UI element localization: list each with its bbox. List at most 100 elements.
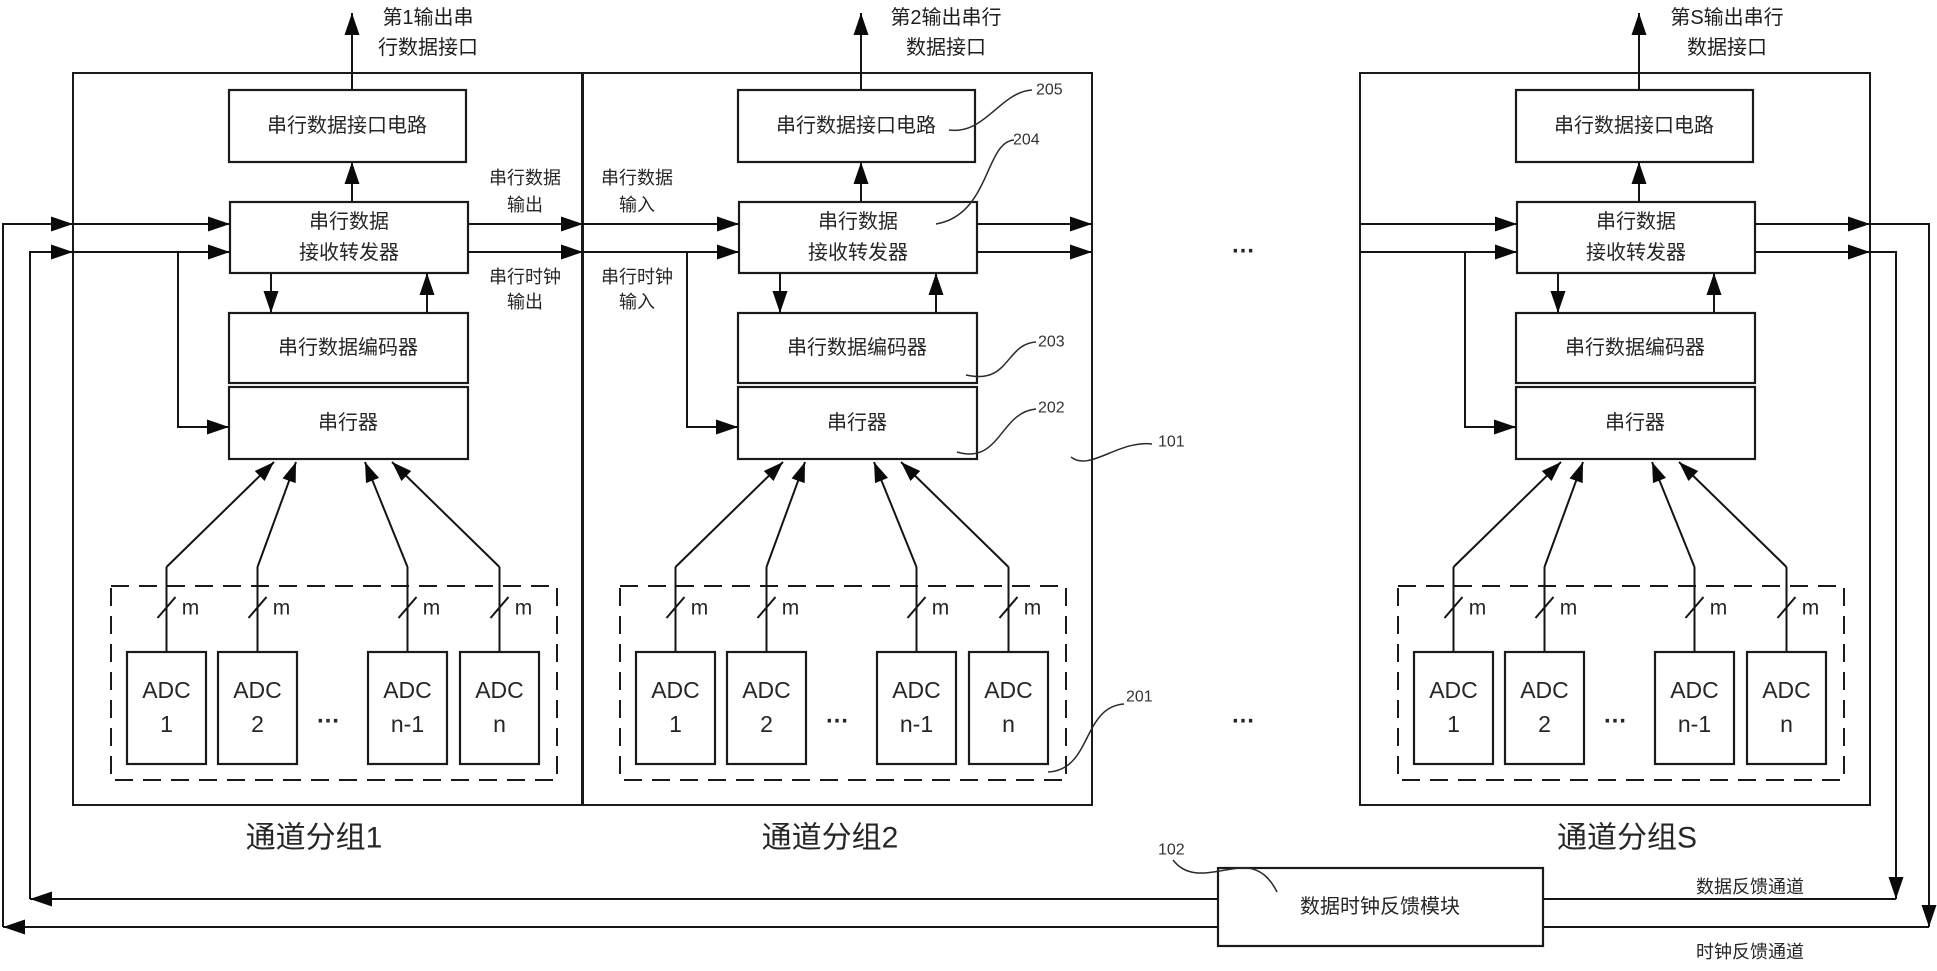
adc-box <box>366 650 449 766</box>
adc-name: ADC <box>1762 677 1811 703</box>
adc-to-serializer-arrow <box>873 461 918 568</box>
channel-group-label: 通道分组2 <box>762 822 899 855</box>
bus-width-label: m <box>273 597 291 620</box>
arrowhead-icon <box>717 216 739 232</box>
bus-width-slash <box>665 596 686 619</box>
output-interface-label-line1: 第1输出串 <box>382 6 473 29</box>
serial-output-arrow <box>344 13 360 90</box>
adc-index: 2 <box>1538 711 1551 737</box>
reference-numeral-201: 201 <box>1126 689 1153 706</box>
encoder-box <box>736 311 979 385</box>
reference-leader-202 <box>956 408 1037 455</box>
adc-ellipsis: … <box>825 702 849 729</box>
arrowhead-icon <box>874 462 888 484</box>
transceiver-label-line1: 串行数据 <box>309 210 389 233</box>
adc-index: n-1 <box>391 711 424 737</box>
transceiver-box <box>737 200 979 275</box>
adc-box <box>458 650 541 766</box>
adc-box <box>725 650 808 766</box>
reference-numeral-102: 102 <box>1158 842 1185 859</box>
adc-name: ADC <box>651 677 700 703</box>
arrowhead-icon <box>344 13 360 35</box>
serial-data-output-label-line1: 串行数据 <box>489 168 561 188</box>
interface-circuit-box <box>736 88 977 164</box>
clock-branch-line <box>177 252 229 428</box>
serial-data-input-arrow <box>1360 216 1517 232</box>
adc-name: ADC <box>1429 677 1478 703</box>
interface-circuit-label: 串行数据接口电路 <box>776 114 936 137</box>
adc-array-boundary <box>110 585 558 781</box>
data-out-to-clock-feedback-line <box>1870 223 1930 927</box>
arrowhead-icon <box>1495 244 1517 260</box>
arrowhead-icon <box>1921 905 1937 927</box>
adc-index: n <box>1002 711 1015 737</box>
adc-index: 1 <box>1447 711 1460 737</box>
transceiver-label-line2: 接收转发器 <box>299 241 399 264</box>
serial-data-output-arrow <box>1755 216 1870 232</box>
encoder-to-transceiver-arrow <box>1706 273 1722 313</box>
adc-box <box>216 650 299 766</box>
adc-name: ADC <box>142 677 191 703</box>
adc-name: ADC <box>1670 677 1719 703</box>
serial-output-arrow <box>1631 13 1647 90</box>
adc-ellipsis: … <box>1603 702 1627 729</box>
output-interface-label-line1: 第2输出串行 <box>890 6 1001 29</box>
serial-data-input-arrow <box>582 216 739 232</box>
bus-width-slash <box>1776 596 1797 619</box>
adc-name: ADC <box>233 677 282 703</box>
adc-to-serializer-arrow <box>765 461 806 568</box>
arrowhead-icon <box>1070 244 1092 260</box>
bus-width-slash <box>247 596 268 619</box>
transceiver-label-line1: 串行数据 <box>1596 210 1676 233</box>
encoder-to-transceiver-arrow <box>928 273 944 313</box>
adc-to-serializer-arrow <box>165 461 275 568</box>
channel-group-label: 通道分组1 <box>246 822 383 855</box>
adc-array-boundary <box>1397 585 1845 781</box>
encoder-label: 串行数据编码器 <box>787 336 927 359</box>
interface-circuit-box <box>1514 88 1755 164</box>
bus-width-slash <box>756 596 777 619</box>
reference-numeral-203: 203 <box>1038 334 1065 351</box>
clock-out-to-data-feedback-line <box>1870 251 1897 899</box>
bus-width-slash <box>489 596 510 619</box>
transceiver-to-encoder-arrow <box>263 273 279 313</box>
adc-to-serializer-arrow <box>900 461 1010 568</box>
adc-box <box>125 650 208 766</box>
arrowhead-icon <box>717 244 739 260</box>
adc-to-serializer-arrow <box>1651 461 1696 568</box>
bus-width-slash <box>906 596 927 619</box>
adc-to-serializer-arrow <box>391 461 501 568</box>
transceiver-to-encoder-arrow <box>1550 273 1566 313</box>
arrowhead-icon <box>1888 877 1904 899</box>
channel-group-frame <box>1359 72 1871 806</box>
adc-box <box>1412 650 1495 766</box>
arrowhead-icon <box>1631 162 1647 184</box>
feedback-module-label: 数据时钟反馈模块 <box>1300 895 1460 918</box>
arrowhead-icon <box>365 462 379 484</box>
clock-feedback-channel-label: 时钟反馈通道 <box>1696 942 1804 962</box>
feedback-module-box <box>1216 866 1545 948</box>
serializer-box <box>736 385 979 461</box>
adc-to-serializer-arrow <box>364 461 409 568</box>
arrowhead-icon <box>1541 462 1561 481</box>
clock-branch-line <box>1464 252 1516 428</box>
arrowhead-icon <box>901 462 921 481</box>
arrowhead-icon <box>1848 244 1870 260</box>
arrowhead-icon <box>344 162 360 184</box>
serializer-label: 串行器 <box>318 411 378 434</box>
transceiver-to-encoder-arrow <box>772 273 788 313</box>
output-interface-label-line1: 第S输出串行 <box>1670 6 1783 29</box>
arrowhead-icon <box>419 273 435 295</box>
arrowhead-icon <box>30 891 52 907</box>
feedback-module: 数据时钟反馈模块 <box>1216 866 1545 948</box>
arrow-shaft <box>1452 461 1562 568</box>
arrowhead-icon <box>1848 216 1870 232</box>
channel-group: 串行数据接口电路第S输出串行数据接口串行数据接收转发器串行数据编码器串行器ADC… <box>1359 6 1871 855</box>
arrowhead-icon <box>1070 216 1092 232</box>
